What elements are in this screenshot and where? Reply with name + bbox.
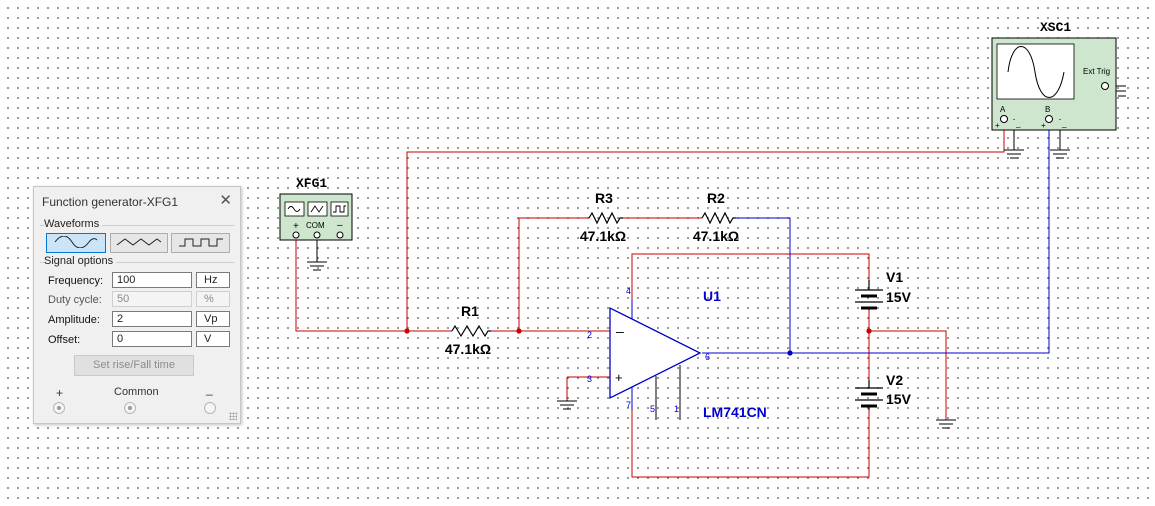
common-terminal-radio[interactable] bbox=[124, 402, 136, 414]
r3-value: 47.1kΩ bbox=[580, 228, 626, 244]
waveforms-group bbox=[40, 225, 234, 226]
v2-value: 15V bbox=[886, 391, 912, 407]
triangle-wave-icon bbox=[116, 238, 162, 246]
xsc1-channel-b-label: B bbox=[1045, 105, 1050, 114]
resistor-r3-symbol[interactable] bbox=[588, 211, 623, 225]
noninverting-input-sign: + bbox=[615, 370, 623, 385]
duty-cycle-label: Duty cycle: bbox=[48, 294, 102, 306]
battery-v2-symbol[interactable] bbox=[855, 380, 883, 410]
plus-terminal-label: + bbox=[56, 386, 64, 400]
set-rise-fall-time-button[interactable]: Set rise/Fall time bbox=[74, 355, 194, 376]
u1-refdes: U1 bbox=[703, 288, 721, 304]
square-wave-button[interactable] bbox=[171, 233, 230, 253]
amplitude-unit-select[interactable]: Vp bbox=[196, 311, 230, 327]
resistor-r2-symbol[interactable] bbox=[701, 211, 736, 225]
offset-input[interactable]: 0 bbox=[112, 331, 192, 347]
v1-value: 15V bbox=[886, 289, 912, 305]
sine-wave-icon bbox=[287, 206, 301, 212]
plus-terminal-radio[interactable] bbox=[53, 402, 65, 414]
minus-terminal-radio[interactable] bbox=[204, 402, 216, 414]
square-wave-icon bbox=[333, 205, 346, 213]
resize-grip-icon[interactable] bbox=[229, 412, 237, 420]
blue-wires[interactable] bbox=[702, 128, 1050, 354]
frequency-label: Frequency: bbox=[48, 275, 104, 287]
sine-trace-icon bbox=[1007, 46, 1065, 98]
xsc1-ext-trig-label: Ext Trig bbox=[1083, 67, 1110, 76]
sine-wave-icon bbox=[54, 236, 98, 248]
offset-unit-select[interactable]: V bbox=[196, 331, 230, 347]
pin-5-label: 5 bbox=[650, 404, 655, 414]
r1-value: 47.1kΩ bbox=[445, 341, 491, 357]
common-terminal-label: Common bbox=[114, 386, 159, 398]
sine-wave-button[interactable] bbox=[46, 233, 106, 253]
frequency-input[interactable]: 100 bbox=[112, 272, 192, 288]
r1-refdes: R1 bbox=[461, 303, 479, 319]
ground-icon bbox=[936, 419, 956, 429]
xsc1-refdes: XSC1 bbox=[1040, 20, 1071, 35]
square-wave-icon bbox=[178, 238, 223, 247]
r2-refdes: R2 bbox=[707, 190, 725, 206]
junction-dot bbox=[516, 328, 522, 334]
duty-cycle-input: 50 bbox=[112, 291, 192, 307]
panel-title: Function generator-XFG1 bbox=[42, 195, 179, 209]
resistor-r1-symbol[interactable] bbox=[451, 324, 491, 338]
function-generator-panel[interactable]: Function generator-XFG1 ✕ Waveforms Sign… bbox=[33, 186, 241, 424]
amplitude-label: Amplitude: bbox=[48, 314, 100, 326]
minus-terminal-label: _ bbox=[206, 382, 213, 396]
junction-dot bbox=[787, 350, 793, 356]
pin-6-label: 6 bbox=[705, 352, 710, 362]
opamp-u1[interactable]: – + bbox=[609, 300, 702, 420]
signal-options-group bbox=[40, 262, 234, 263]
pin-2-label: 2 bbox=[587, 330, 592, 340]
signal-options-label: Signal options bbox=[44, 255, 117, 267]
u1-model: LM741CN bbox=[703, 404, 767, 420]
oscilloscope-xsc1[interactable] bbox=[991, 37, 1117, 131]
xsc1-b-minus-label: _ bbox=[1061, 119, 1067, 128]
r3-refdes: R3 bbox=[595, 190, 613, 206]
pin-4-label: 4 bbox=[626, 286, 631, 296]
v1-refdes: V1 bbox=[886, 269, 903, 285]
red-wires[interactable] bbox=[295, 128, 1005, 478]
xsc1-a-minus-label: _ bbox=[1015, 119, 1021, 128]
xfg1-plus-label: + bbox=[293, 221, 299, 232]
xsc1-a-plus-label: + bbox=[995, 121, 1000, 130]
ground-icon bbox=[557, 400, 577, 410]
inverting-input-sign: – bbox=[616, 323, 624, 339]
ground-icon bbox=[307, 240, 327, 271]
triangle-wave-button[interactable] bbox=[110, 233, 168, 253]
close-icon[interactable]: ✕ bbox=[219, 192, 232, 209]
junction-dot bbox=[404, 328, 410, 334]
amplitude-input[interactable]: 2 bbox=[112, 311, 192, 327]
junction-dot bbox=[866, 328, 872, 334]
triangle-wave-icon bbox=[310, 205, 324, 213]
xsc1-b-plus-label: + bbox=[1041, 121, 1046, 130]
pin-7-label: 7 bbox=[626, 400, 631, 410]
waveforms-label: Waveforms bbox=[44, 218, 103, 230]
frequency-unit-select[interactable]: Hz bbox=[196, 272, 230, 288]
duty-cycle-unit: % bbox=[196, 291, 230, 307]
function-generator-xfg1[interactable] bbox=[279, 193, 353, 241]
battery-v1-symbol[interactable] bbox=[855, 280, 883, 310]
xfg1-refdes: XFG1 bbox=[296, 176, 327, 191]
r2-value: 47.1kΩ bbox=[693, 228, 739, 244]
xfg1-minus-label: – bbox=[337, 220, 343, 231]
xfg1-com-label: COM bbox=[306, 221, 325, 230]
v2-refdes: V2 bbox=[886, 372, 903, 388]
pin-3-label: 3 bbox=[587, 374, 592, 384]
offset-label: Offset: bbox=[48, 334, 81, 346]
pin-1-label: 1 bbox=[674, 404, 679, 414]
xsc1-channel-a-label: A bbox=[1000, 105, 1006, 114]
